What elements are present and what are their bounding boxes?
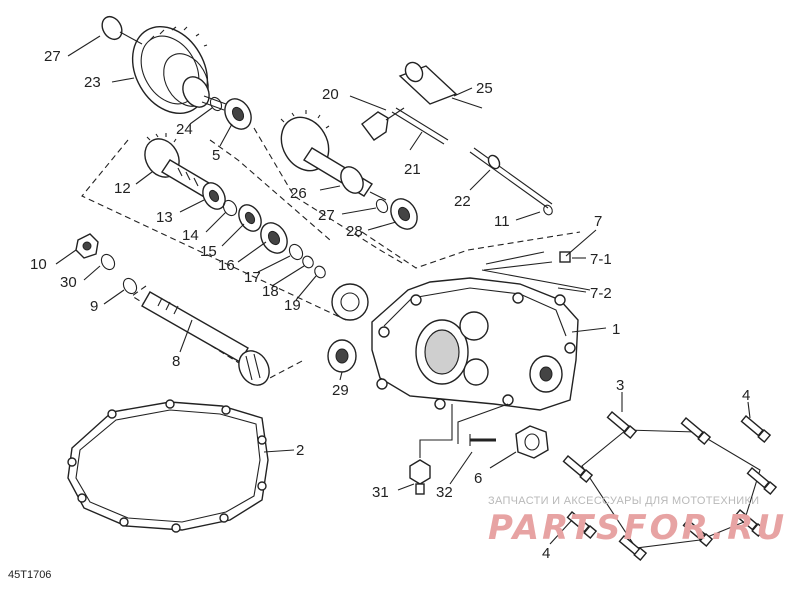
callout-30: 30 bbox=[60, 274, 77, 291]
callout-19: 19 bbox=[284, 297, 301, 314]
part-3-4-bolt-set bbox=[562, 411, 778, 562]
callout-15: 15 bbox=[200, 243, 217, 260]
callout-31: 31 bbox=[372, 484, 389, 501]
leader-lines bbox=[55, 35, 751, 545]
callout-22: 22 bbox=[454, 193, 471, 210]
callout-2: 2 bbox=[296, 442, 304, 459]
part-29-oil-seal bbox=[327, 339, 357, 373]
bolt bbox=[682, 519, 714, 548]
bolt bbox=[562, 455, 594, 484]
callout-labels: 27 23 24 5 12 13 14 15 16 17 18 19 20 21… bbox=[30, 48, 750, 562]
callout-7: 7 bbox=[594, 213, 602, 230]
callout-29: 29 bbox=[332, 382, 349, 399]
callout-11: 11 bbox=[494, 213, 510, 230]
bolt bbox=[680, 417, 712, 446]
part-5-bearing bbox=[224, 98, 252, 130]
part-10-nut bbox=[75, 233, 99, 259]
callout-6: 6 bbox=[474, 470, 482, 487]
part-9-o-ring bbox=[122, 277, 138, 295]
part-31-drain-bolt bbox=[409, 404, 453, 495]
part-27-washer bbox=[101, 15, 143, 45]
part-13-bearing bbox=[202, 182, 226, 210]
part-30-washer bbox=[100, 253, 116, 271]
part-24-circlip bbox=[209, 96, 223, 112]
part-8-drive-shaft bbox=[141, 291, 270, 386]
bolt bbox=[606, 411, 638, 440]
part-25-shift-drum bbox=[398, 61, 483, 109]
callout-27: 27 bbox=[44, 48, 61, 65]
callout-17: 17 bbox=[244, 269, 261, 286]
callout-16: 16 bbox=[218, 257, 235, 274]
part-21-fork-shaft bbox=[391, 107, 449, 145]
part-6-nut bbox=[515, 425, 549, 459]
bolt bbox=[734, 509, 766, 538]
part-15-bearing bbox=[238, 204, 262, 232]
callout-9: 9 bbox=[90, 298, 98, 315]
callout-1: 1 bbox=[612, 321, 620, 338]
part-27-washer-b bbox=[375, 198, 389, 214]
part-1-transmission-case bbox=[371, 277, 579, 411]
part-seal-upper bbox=[331, 283, 369, 321]
callout-26: 26 bbox=[290, 185, 307, 202]
callout-8: 8 bbox=[172, 353, 180, 370]
catalog-code: 45T1706 bbox=[8, 569, 52, 581]
callout-23: 23 bbox=[84, 74, 101, 91]
callout-27b: 27 bbox=[318, 207, 335, 224]
part-19-circlip bbox=[314, 265, 326, 279]
callout-12: 12 bbox=[114, 180, 131, 197]
part-2-gasket bbox=[67, 399, 269, 533]
callout-21: 21 bbox=[404, 161, 421, 178]
part-20-shift-fork bbox=[361, 107, 405, 141]
callout-7-1: 7-1 bbox=[590, 251, 612, 268]
callout-20: 20 bbox=[322, 86, 339, 103]
part-12-gear-shaft bbox=[144, 133, 215, 199]
bolt bbox=[618, 535, 648, 562]
callout-28: 28 bbox=[346, 223, 363, 240]
callout-25: 25 bbox=[476, 80, 493, 97]
callout-7-2: 7-2 bbox=[590, 285, 612, 302]
part-26-output-gear-shaft bbox=[280, 110, 387, 201]
part-7-breather bbox=[481, 251, 591, 291]
part-18-washer bbox=[302, 255, 314, 269]
callout-10: 10 bbox=[30, 256, 47, 273]
callout-5: 5 bbox=[212, 147, 220, 164]
callout-4b: 4 bbox=[542, 545, 550, 562]
part-22-shift-shaft bbox=[469, 147, 553, 209]
part-16-bearing bbox=[260, 222, 288, 254]
callout-4: 4 bbox=[742, 387, 750, 404]
part-32-dowel-pin bbox=[457, 403, 509, 446]
watermark-brand: PARTSFOR.RU bbox=[488, 508, 788, 548]
callout-32: 32 bbox=[436, 484, 453, 501]
callout-18: 18 bbox=[262, 283, 279, 300]
part-28-bearing bbox=[390, 198, 418, 230]
part-14-washer bbox=[222, 199, 238, 217]
bolt bbox=[566, 511, 598, 540]
callout-3: 3 bbox=[616, 377, 624, 394]
bolt bbox=[740, 415, 772, 444]
part-17-washer bbox=[288, 243, 304, 261]
part-11-circlip bbox=[543, 204, 553, 216]
callout-14: 14 bbox=[182, 227, 199, 244]
watermark-caption: ЗАПЧАСТИ И АКСЕССУАРЫ ДЛЯ МОТОТЕХНИКИ bbox=[488, 495, 760, 507]
callout-24: 24 bbox=[176, 121, 193, 138]
callout-13: 13 bbox=[156, 209, 173, 226]
bolt bbox=[746, 467, 778, 496]
